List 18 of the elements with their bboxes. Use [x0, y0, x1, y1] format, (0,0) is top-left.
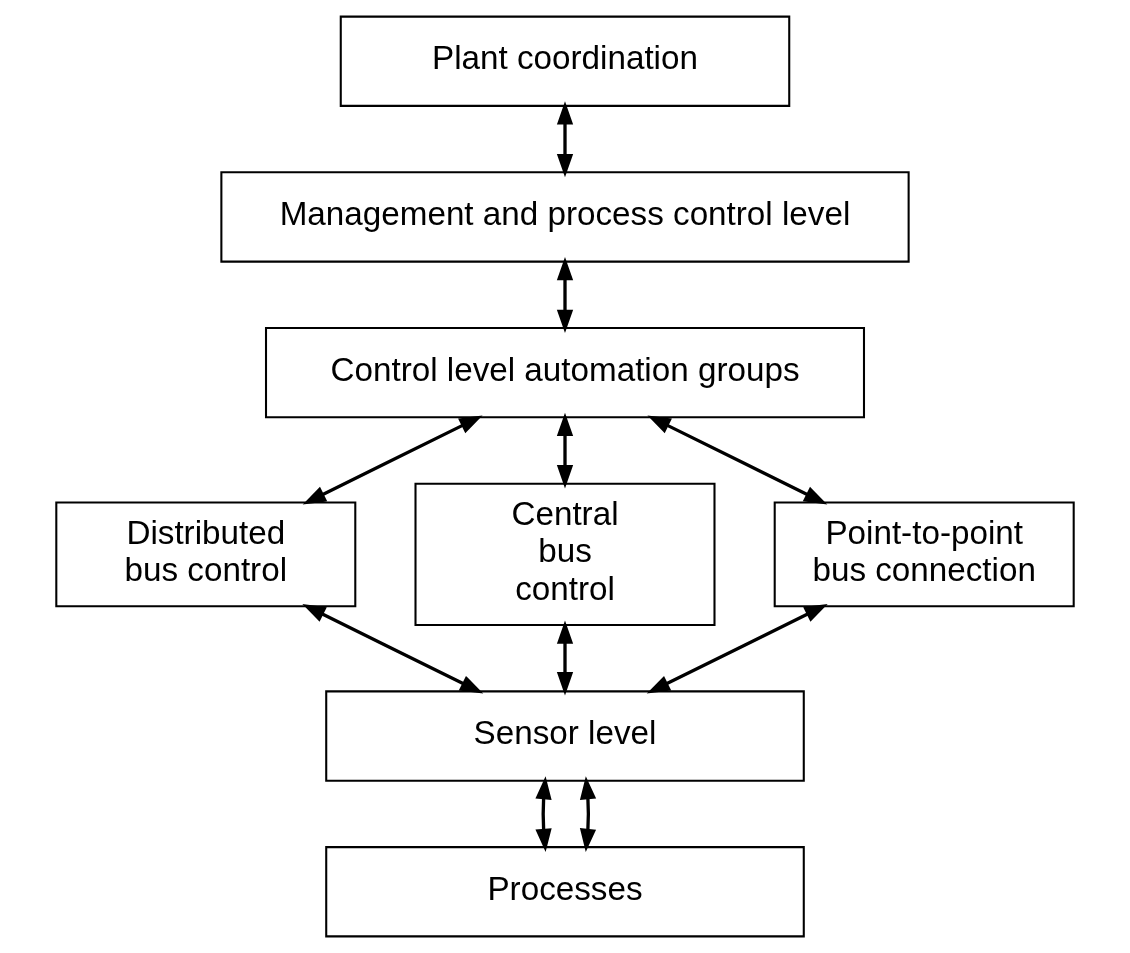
- node-box: Central bus control: [414, 482, 716, 626]
- arrow: [556, 412, 574, 489]
- arrow: [302, 604, 484, 694]
- arrow: [556, 257, 574, 334]
- arrow: [302, 415, 483, 505]
- node-box: Distributed bus control: [55, 501, 357, 608]
- node-box: Point-to-point bus connection: [773, 501, 1075, 608]
- node-box: Plant coordination: [339, 15, 791, 107]
- arrow: [556, 101, 574, 178]
- arrow: [556, 620, 574, 696]
- node-box: Management and process control level: [220, 171, 910, 263]
- arrow: [535, 776, 552, 853]
- arrow: [647, 415, 828, 505]
- node-box: Control level automation groups: [264, 327, 866, 419]
- arrow: [646, 604, 828, 694]
- arrow: [579, 776, 597, 853]
- node-box: Processes: [325, 846, 805, 938]
- node-box: Sensor level: [325, 690, 805, 782]
